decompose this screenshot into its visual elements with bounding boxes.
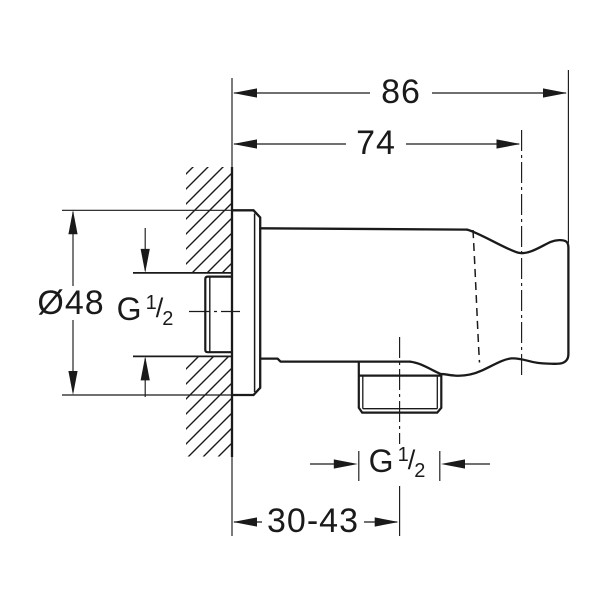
arrow-inlet-bottom [140, 356, 150, 381]
thread-denominator: 2 [414, 460, 426, 482]
arrow-3043-left [233, 517, 257, 527]
arrow-86-right [543, 88, 567, 98]
ext-lines-outlet-thread [358, 451, 441, 481]
thread-numerator: 1 [145, 292, 157, 314]
arrow-dia48-bottom [68, 371, 78, 395]
holder-knob-outline [440, 228, 570, 377]
body-bottom-slope [408, 360, 443, 376]
arrow-outlet-left [333, 459, 358, 469]
thread-slash: / [407, 445, 416, 475]
arrow-inlet-top [140, 248, 150, 273]
arrow-3043-right [374, 517, 399, 527]
arrow-86-left [233, 88, 257, 98]
stem-bottom-line [259, 357, 412, 363]
arrow-74-left [233, 139, 257, 149]
dimension-label-total-depth: 86 [376, 75, 426, 109]
arrow-outlet-right [441, 459, 465, 469]
shower-holder-body [259, 227, 570, 377]
dimension-label-flange-diameter: Ø48 [32, 286, 110, 320]
hidden-edge-line [472, 229, 481, 363]
inlet-thread-port [204, 275, 232, 354]
stem-top-line [259, 227, 469, 231]
arrow-74-right [496, 139, 521, 149]
escutcheon-flange [232, 209, 262, 397]
thread-slash: / [155, 293, 164, 323]
dimension-arrowheads [68, 88, 567, 527]
arrow-dia48-top [68, 210, 78, 235]
wall-hatching [186, 167, 232, 457]
dimension-label-holder-depth: 74 [351, 126, 401, 160]
ext-lines-dia48 [62, 209, 254, 396]
thread-prefix: G [368, 443, 394, 479]
thread-denominator: 2 [162, 308, 174, 330]
outlet-thread-port [357, 361, 443, 414]
wall-hole-lines [133, 272, 232, 358]
thread-prefix: G [116, 291, 142, 327]
thread-numerator: 1 [397, 444, 409, 466]
center-lines [189, 130, 523, 446]
dimension-label-wall-range: 30-43 [262, 504, 364, 538]
